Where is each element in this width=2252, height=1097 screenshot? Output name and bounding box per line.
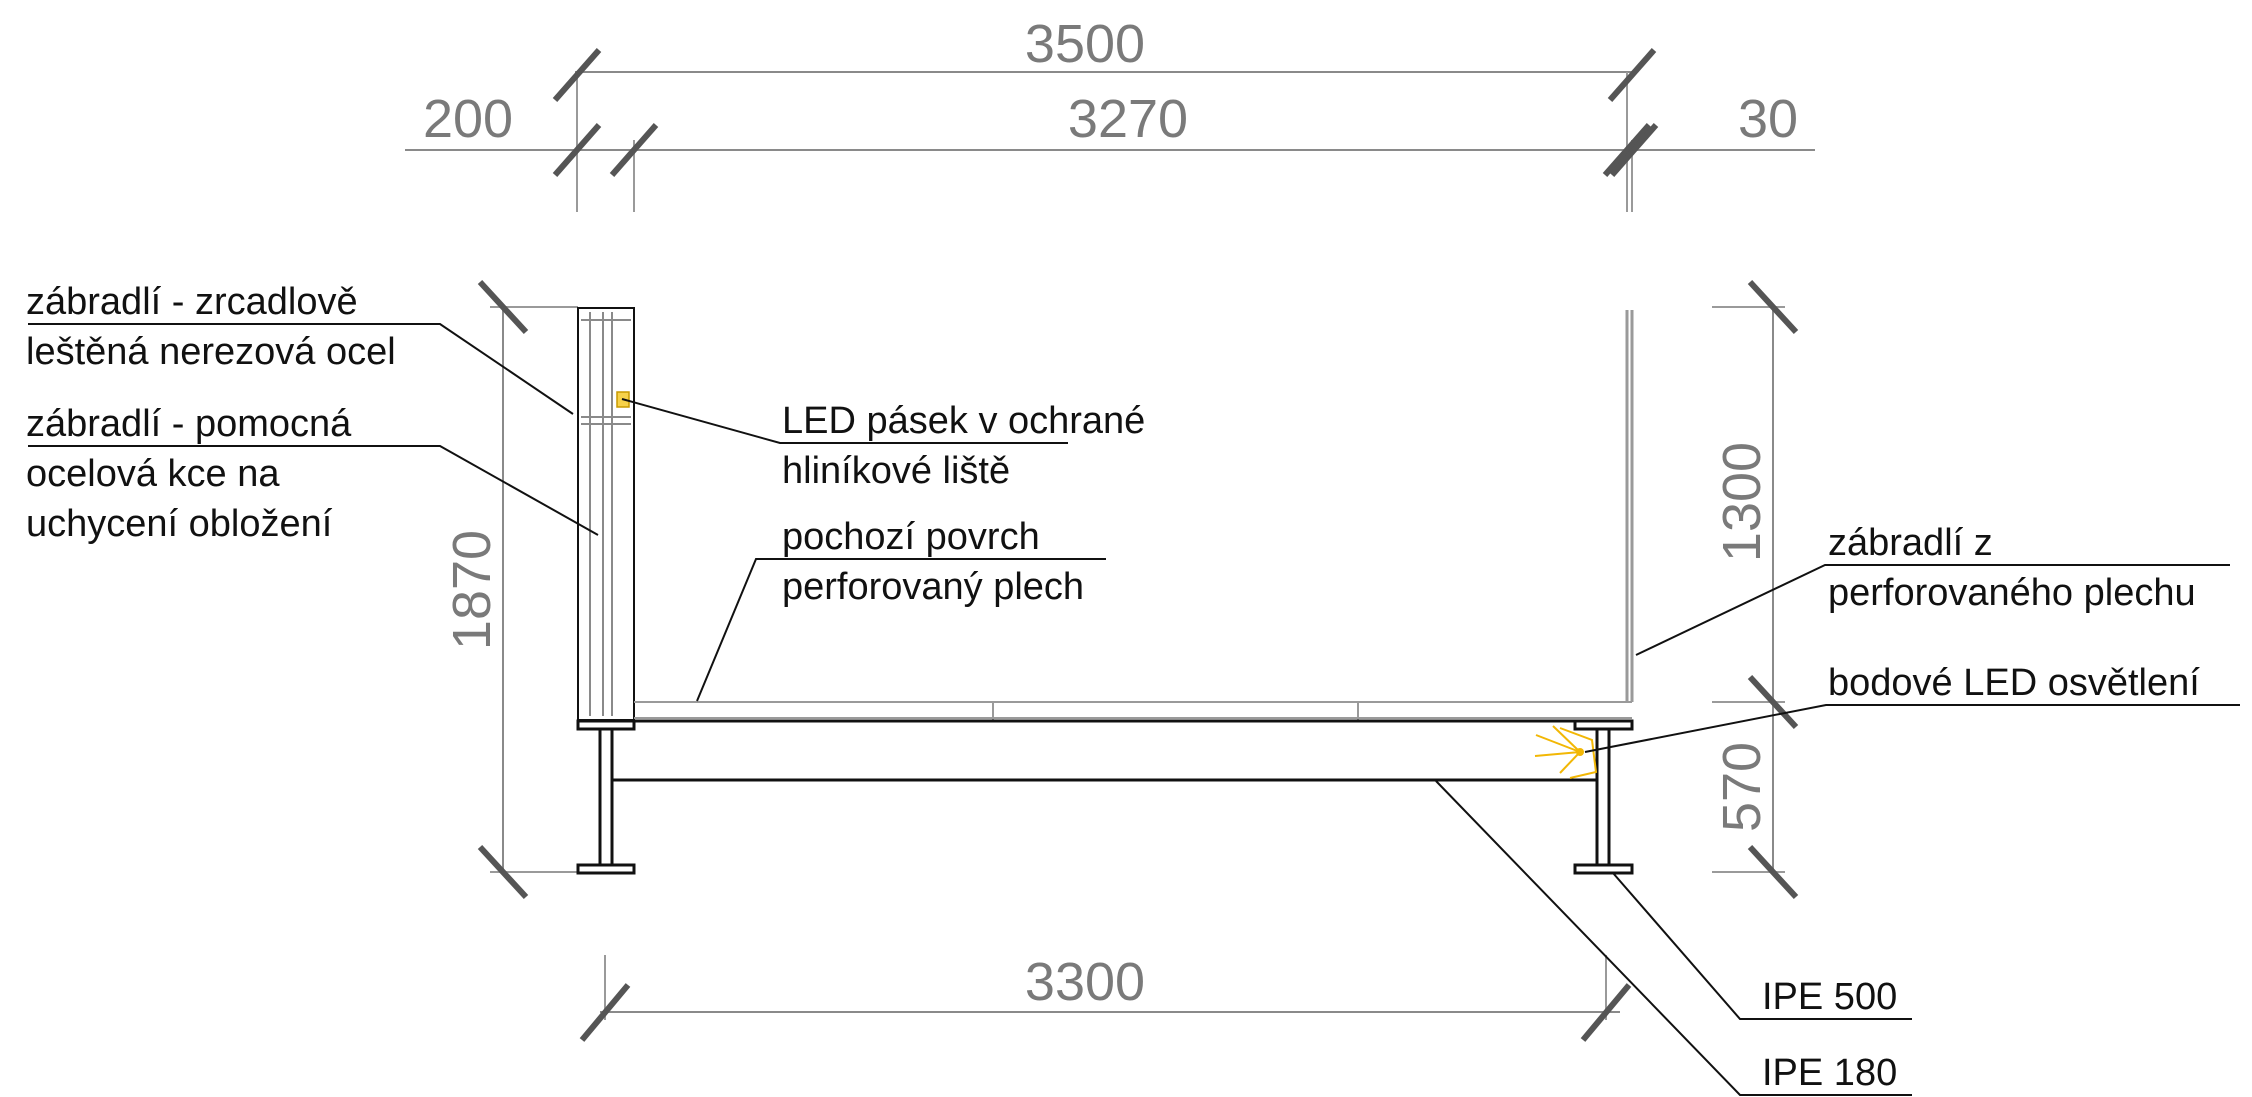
label-railing-mirror-line2: leštěná nerezová ocel [26, 331, 396, 373]
leader-ipe-180 [1435, 780, 1912, 1096]
tick-total-left [552, 48, 602, 102]
tick-right-top [1747, 279, 1799, 335]
label-railing-aux-line3: uchycení obložení [26, 503, 333, 545]
leader-railing-mirror [28, 323, 574, 415]
leader-walking-surface [696, 558, 1106, 702]
label-ipe-500: IPE 500 [1762, 976, 1897, 1018]
leader-led-strip [621, 398, 1068, 444]
tick-chain-2 [609, 123, 659, 177]
tick-total-right [1607, 48, 1657, 102]
labels: zábradlí - zrcadlově leštěná nerezová oc… [26, 281, 2200, 1094]
tick-chain-4 [1609, 123, 1659, 177]
tick-left-top [477, 279, 529, 335]
tick-right-bottom [1747, 844, 1799, 900]
dim-total-width: 3500 [1025, 14, 1145, 74]
spot-led-light [1534, 725, 1598, 779]
right-height-dimensions: 1300 570 [1712, 279, 1799, 900]
leader-railing-aux [28, 445, 599, 536]
dim-left-offset: 200 [423, 89, 513, 149]
left-girder-web [598, 727, 614, 867]
tick-left-bottom [477, 844, 529, 900]
label-walking-surface-line1: pochozí povrch [782, 516, 1040, 558]
dim-span: 3300 [1025, 952, 1145, 1012]
left-railing-panel [577, 307, 635, 721]
leader-spot-led [1584, 704, 2240, 753]
label-led-strip-line1: LED pásek v ochrané [782, 400, 1145, 442]
bottom-span-dimension: 3300 [579, 952, 1632, 1042]
label-railing-perforated-line1: zábradlí z [1828, 522, 1993, 564]
right-girder-web [1595, 727, 1611, 867]
label-railing-aux-line2: ocelová kce na [26, 453, 280, 495]
dim-left-height: 1870 [442, 530, 502, 650]
led-ray-3 [1552, 725, 1581, 753]
label-led-strip-line2: hliníkové liště [782, 450, 1010, 492]
dim-inner-width: 3270 [1068, 89, 1188, 149]
bridge-structure [576, 307, 1634, 875]
dim-right-offset: 30 [1738, 89, 1798, 149]
dim-railing-height: 1300 [1712, 442, 1772, 562]
tick-right-mid [1747, 674, 1799, 730]
label-railing-perforated-line2: perforovaného plechu [1828, 572, 2196, 614]
led-ray-2 [1534, 751, 1581, 757]
tick-span-left [579, 983, 631, 1042]
led-ray-4 [1559, 751, 1581, 774]
label-railing-aux-line1: zábradlí - pomocná [26, 403, 352, 445]
dim-beam-height: 570 [1712, 742, 1772, 832]
leader-ipe-500 [1612, 872, 1912, 1020]
tick-chain-3 [1602, 123, 1652, 177]
label-spot-led: bodové LED osvětlení [1828, 662, 2200, 704]
led-glow-outline [1559, 727, 1598, 779]
top-dimensions: 3500 200 3270 30 [405, 14, 1815, 212]
ipe-180-beam [610, 719, 1608, 782]
label-railing-mirror-line1: zábradlí - zrcadlově [26, 281, 358, 323]
label-walking-surface-line2: perforovaný plech [782, 566, 1084, 608]
label-ipe-180: IPE 180 [1762, 1052, 1897, 1094]
leader-railing-perforated [1635, 564, 2230, 656]
tick-span-right [1580, 983, 1632, 1042]
tick-chain-1 [552, 123, 602, 177]
led-spot [1576, 748, 1584, 756]
left-height-dimension: 1870 [442, 279, 578, 900]
led-ray-1 [1535, 734, 1581, 753]
leader-lines [28, 323, 2240, 1096]
